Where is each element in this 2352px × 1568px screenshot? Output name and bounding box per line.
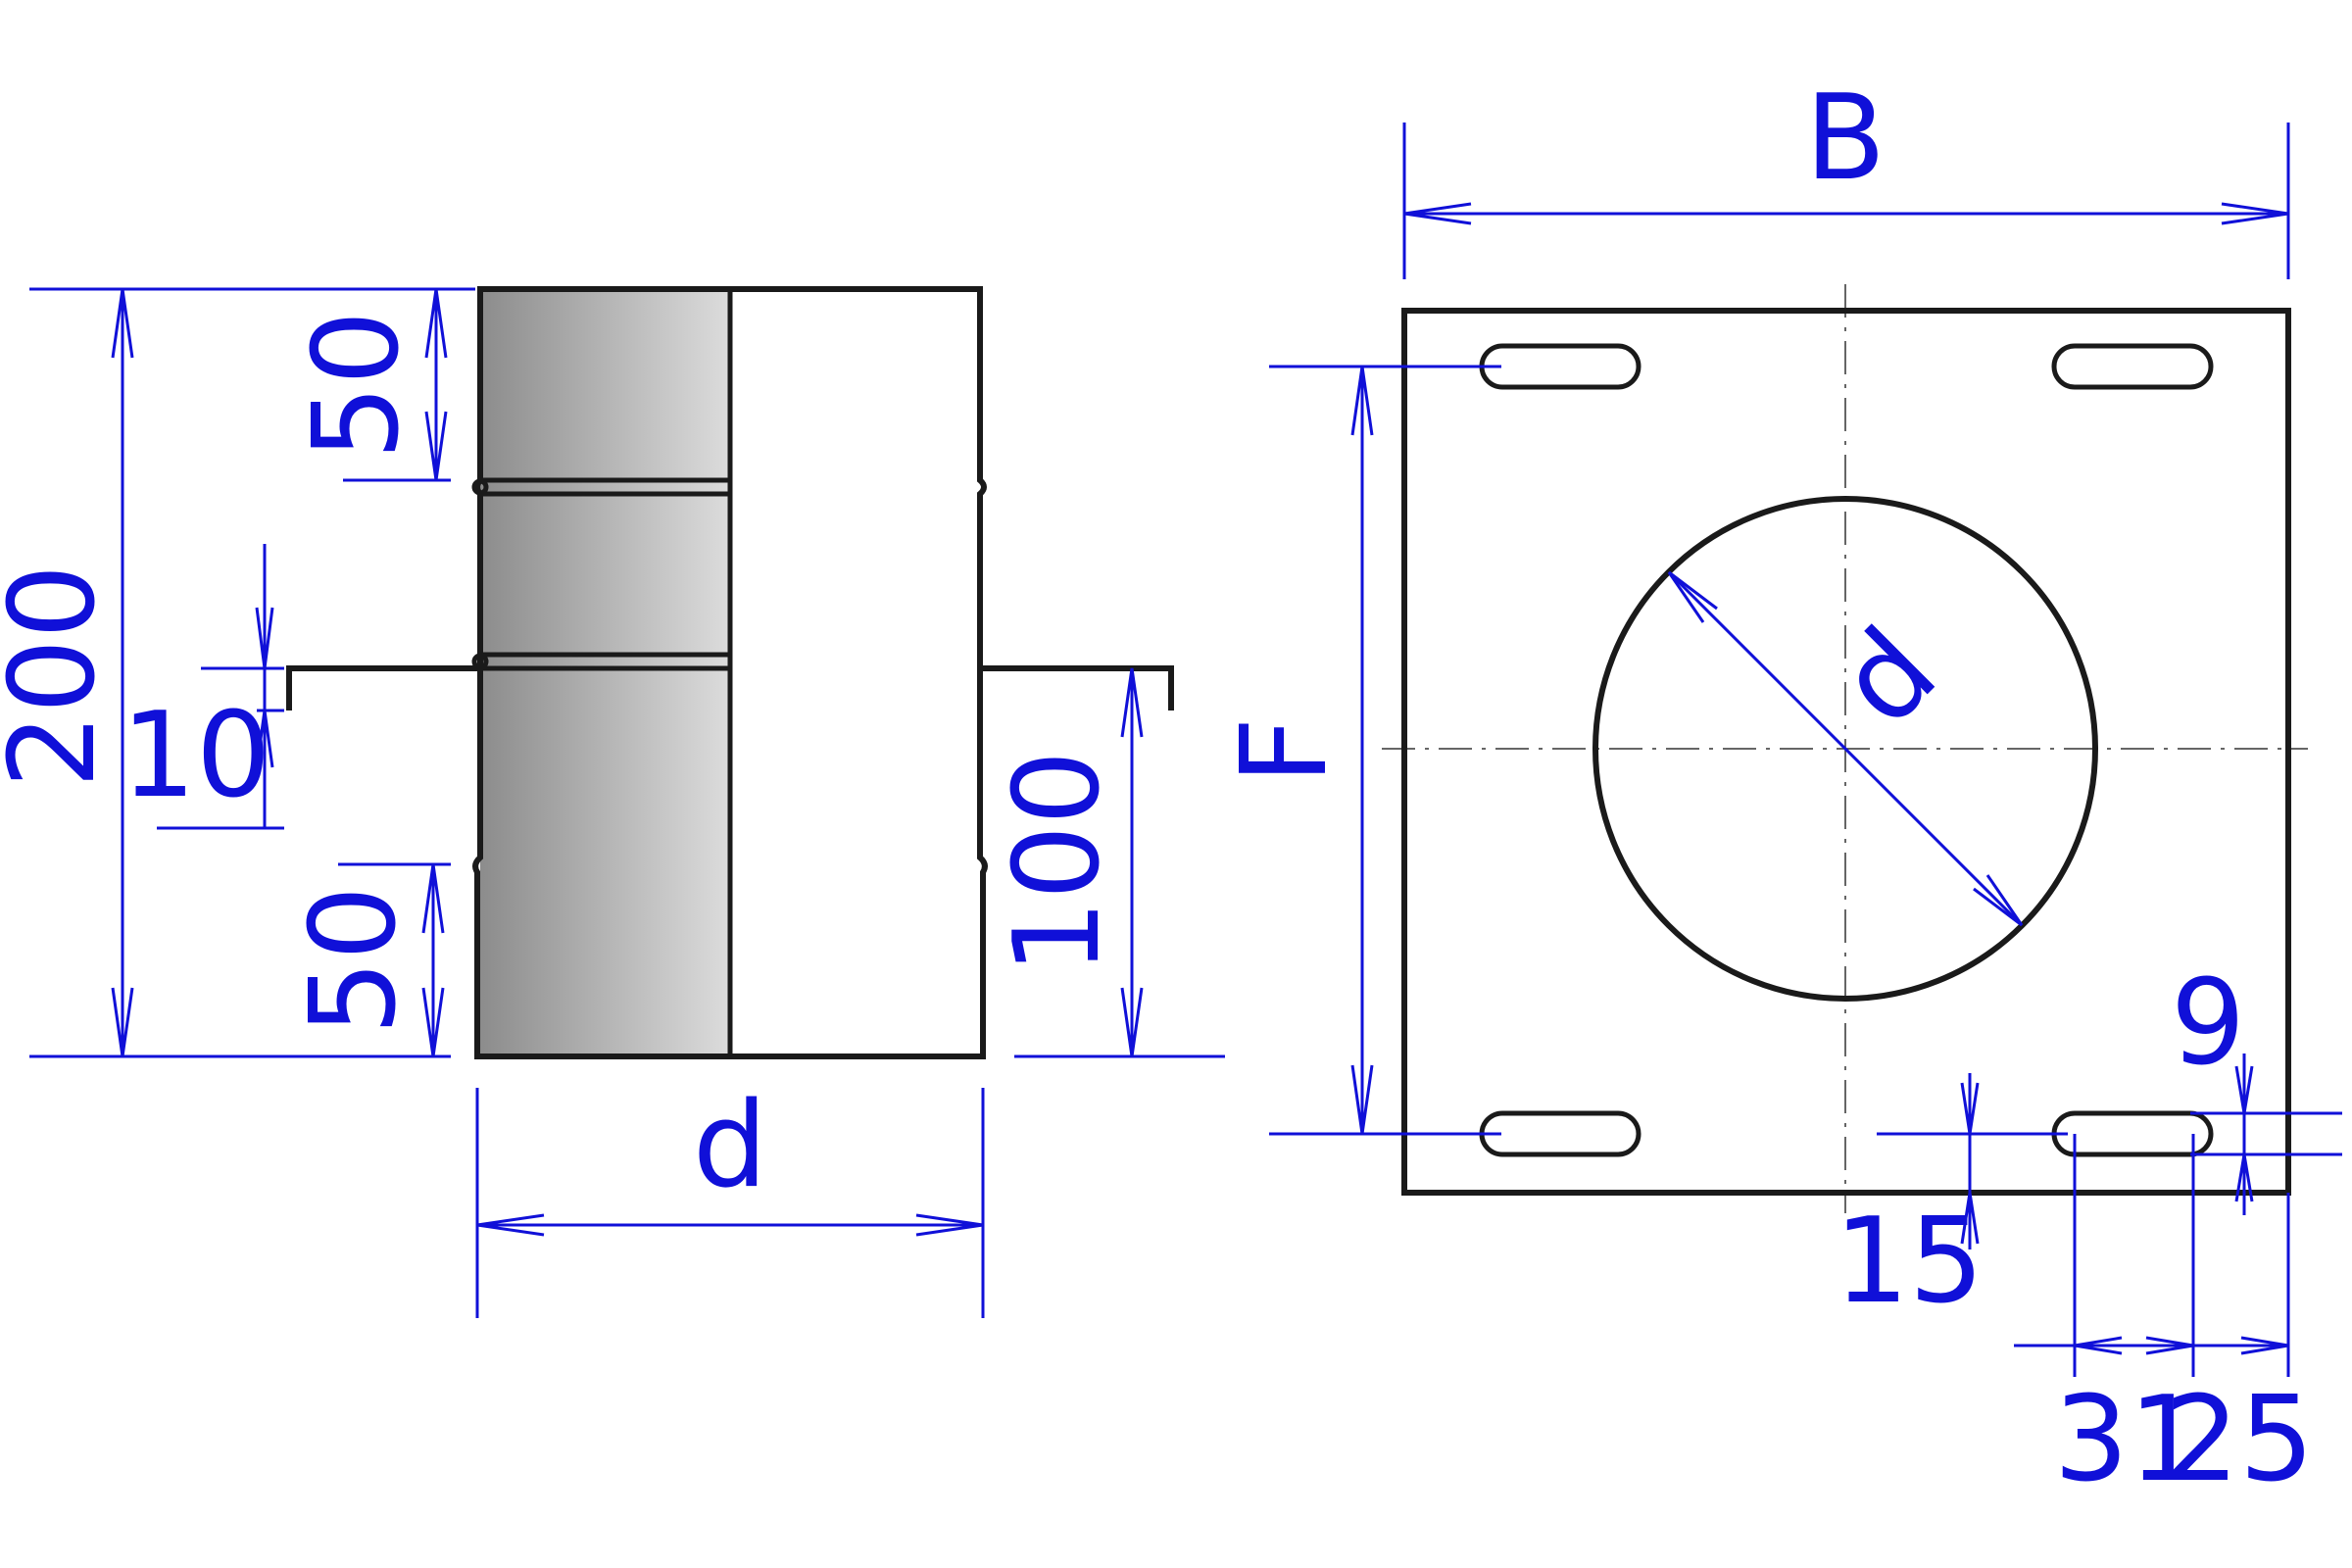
dim-label-total-height: 200 xyxy=(0,564,122,788)
arrowhead xyxy=(2234,1065,2254,1114)
dim-label-bottom-section: 50 xyxy=(286,886,422,1036)
slot-bottom-right xyxy=(2051,1110,2214,1157)
arrowhead xyxy=(1350,366,1374,436)
dim-label-plate-thickness: 10 xyxy=(122,688,271,824)
arrowhead xyxy=(1667,570,1718,623)
slot-top-left xyxy=(1479,343,1642,390)
bead-mark xyxy=(471,478,489,496)
arrowhead xyxy=(1960,1082,1980,1135)
dimension-line-hole-diameter xyxy=(1667,570,2024,927)
dim-label-slot-width: 9 xyxy=(2171,956,2245,1092)
pipe-shaded-half xyxy=(480,289,730,1056)
arrowhead xyxy=(915,1213,984,1237)
dim-label-slot-length: 31 xyxy=(2054,1372,2204,1508)
slot-top-right xyxy=(2051,343,2214,390)
arrowhead xyxy=(255,607,274,669)
central-hole xyxy=(1592,496,2098,1002)
side-view: 200 50 50 10 100 d xyxy=(0,286,1225,1318)
square-plate xyxy=(1401,308,2291,1196)
flange-plate-left xyxy=(286,665,480,710)
dim-label-hole-diameter: d xyxy=(1813,603,1962,752)
dim-label-diameter: d xyxy=(693,1078,767,1214)
dim-label-plate-to-bottom: 100 xyxy=(990,750,1126,974)
arrowhead xyxy=(1120,667,1144,738)
arrowhead xyxy=(424,411,448,481)
arrowhead xyxy=(1403,202,1472,225)
dim-label-top-section: 50 xyxy=(289,311,425,461)
arrowhead xyxy=(476,1213,545,1237)
arrowhead xyxy=(421,987,445,1057)
top-view: B F d 9 15 31 25 xyxy=(1217,71,2342,1508)
arrowhead xyxy=(2240,1336,2289,1355)
arrowhead xyxy=(1120,987,1144,1057)
arrowhead xyxy=(2221,202,2289,225)
arrowhead xyxy=(424,288,448,359)
arrowhead xyxy=(1350,1064,1374,1135)
slot-bottom-left xyxy=(1479,1110,1642,1157)
dim-label-slot-edge-offset: 15 xyxy=(1835,1194,1984,1330)
arrowhead xyxy=(2074,1336,2123,1355)
dim-label-plate-width: B xyxy=(1805,71,1886,207)
arrowhead xyxy=(1960,1192,1980,1245)
arrowhead xyxy=(111,987,134,1057)
dim-label-slot-side-offset: 25 xyxy=(2165,1372,2315,1508)
arrowhead xyxy=(1973,874,2024,927)
dim-label-slot-spacing: F xyxy=(1217,716,1353,784)
arrowhead xyxy=(2234,1153,2254,1202)
arrowhead xyxy=(2145,1336,2194,1355)
arrowhead xyxy=(111,288,134,359)
flange-plate-right xyxy=(980,665,1174,710)
arrowhead xyxy=(421,863,445,934)
